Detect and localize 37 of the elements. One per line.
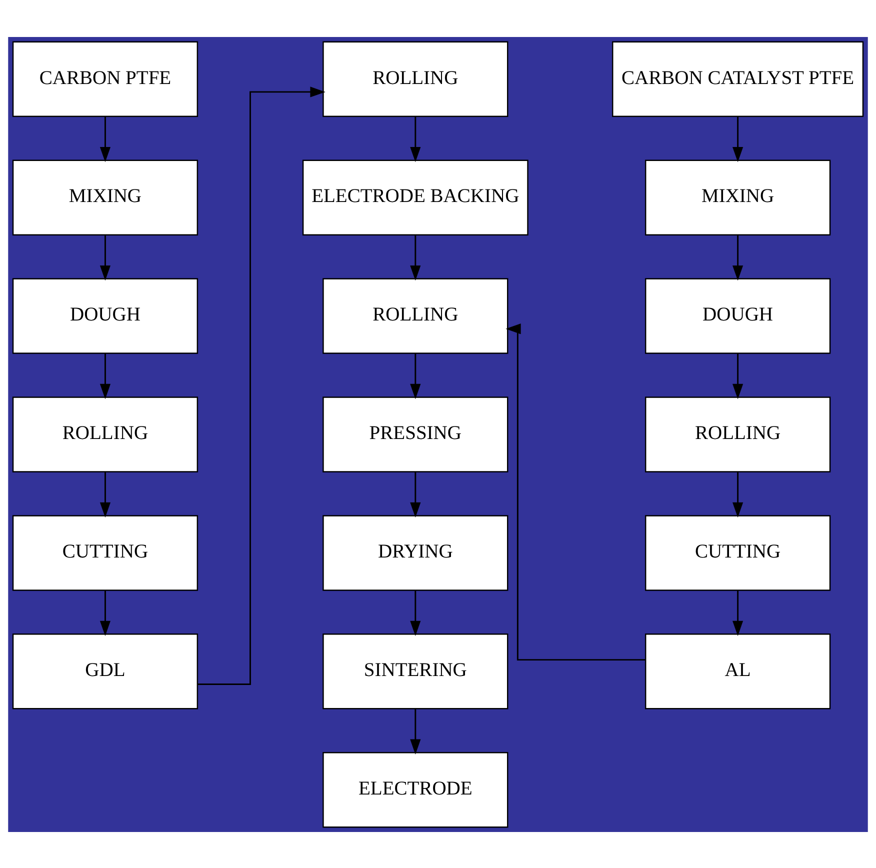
node-box: CARBON CATALYST PTFE xyxy=(612,40,864,116)
node-box: DRYING xyxy=(322,514,508,590)
node-box: MIXING xyxy=(12,159,198,235)
node-box: ELECTRODE BACKING xyxy=(302,159,528,235)
node-box: ROLLING xyxy=(645,396,831,472)
node-box: CARBON PTFE xyxy=(12,40,198,116)
node-box: GDL xyxy=(12,633,198,709)
arrow xyxy=(410,590,421,636)
arrow xyxy=(732,353,744,399)
arrow xyxy=(506,323,646,660)
arrow xyxy=(410,234,421,280)
node-box: ROLLING xyxy=(322,278,508,354)
node-box: PRESSING xyxy=(322,396,508,472)
arrow xyxy=(410,471,421,518)
arrow xyxy=(410,353,421,399)
node-box: ROLLING xyxy=(322,40,508,116)
arrow xyxy=(100,234,111,280)
arrow xyxy=(732,116,744,162)
arrow xyxy=(732,590,744,636)
node-box: AL xyxy=(645,633,831,709)
arrow xyxy=(100,353,111,399)
arrow xyxy=(100,116,111,162)
node-box: DOUGH xyxy=(12,278,198,354)
node-box: CUTTING xyxy=(645,514,831,590)
node-box: ROLLING xyxy=(12,396,198,472)
node-box: ELECTRODE xyxy=(322,752,508,828)
node-box: SINTERING xyxy=(322,633,508,709)
arrow xyxy=(732,471,744,518)
node-box: DOUGH xyxy=(645,278,831,354)
arrow xyxy=(410,708,421,754)
node-box: CUTTING xyxy=(12,514,198,590)
arrow xyxy=(732,234,744,280)
arrow xyxy=(100,590,111,636)
arrow xyxy=(410,116,421,162)
arrow xyxy=(100,471,111,518)
arrow xyxy=(197,86,326,684)
node-box: MIXING xyxy=(645,159,831,235)
